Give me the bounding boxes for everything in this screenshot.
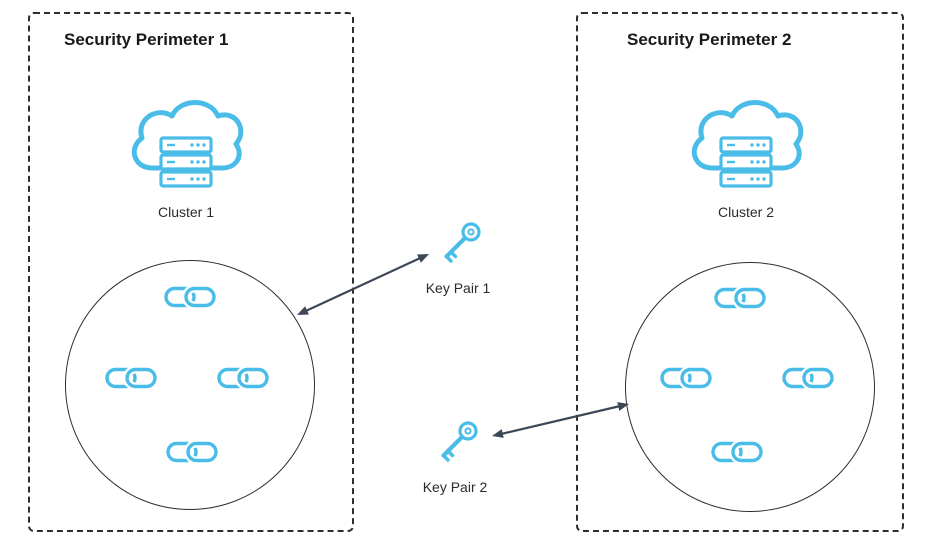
chain-link-icon: [166, 441, 218, 463]
cluster-2-label: Cluster 2: [717, 204, 775, 220]
key-pair-2-label: Key Pair 2: [422, 479, 488, 495]
chain-link-icon: [711, 441, 763, 463]
cloud-server-icon: [688, 92, 804, 192]
chain-link-icon: [714, 287, 766, 309]
cloud-server-icon: [128, 92, 244, 192]
cluster-1-label: Cluster 1: [157, 204, 215, 220]
chain-link-icon: [217, 367, 269, 389]
key-pair-1-label: Key Pair 1: [425, 280, 491, 296]
security-perimeter-1-title: Security Perimeter 1: [64, 30, 229, 49]
chain-link-icon: [164, 286, 216, 308]
chain-link-icon: [782, 367, 834, 389]
key-icon: [434, 418, 484, 468]
security-perimeter-2-box: [576, 12, 904, 532]
security-perimeter-2-title: Security Perimeter 2: [627, 30, 792, 49]
key-icon: [437, 219, 487, 269]
chain-link-icon: [660, 367, 712, 389]
chain-link-icon: [105, 367, 157, 389]
